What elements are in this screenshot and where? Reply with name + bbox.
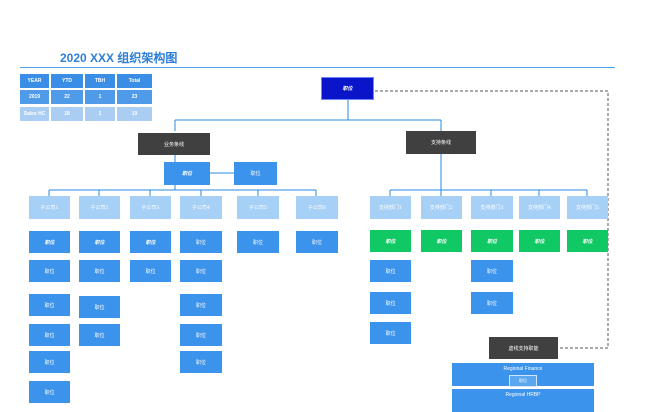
business-position-box[interactable]: 职位 <box>296 231 338 253</box>
business-department-header[interactable]: 子公司4 <box>180 196 222 219</box>
support-department-header[interactable]: 支持部门5 <box>567 196 608 219</box>
business-position-box[interactable]: 职位 <box>180 260 222 282</box>
business-department-header[interactable]: 子公司3 <box>130 196 171 219</box>
support-position-box[interactable]: 职位 <box>370 230 411 252</box>
business-position-box[interactable]: 职位 <box>130 260 171 282</box>
table-header: YTD <box>51 74 83 88</box>
business-position-box[interactable]: 职位 <box>29 260 70 282</box>
business-position-box[interactable]: 职位 <box>79 231 120 253</box>
support-position-box[interactable]: 职位 <box>421 230 462 252</box>
support-position-box[interactable]: 职位 <box>567 230 608 252</box>
regional-title: Regional Finance <box>503 366 543 372</box>
support-department-header[interactable]: 支持部门2 <box>421 196 462 219</box>
business-department-header[interactable]: 子公司6 <box>296 196 338 219</box>
regional-finance-box[interactable]: Regional Finance 职位 <box>452 363 594 387</box>
business-department-header[interactable]: 子公司2 <box>79 196 120 219</box>
table-header: Total <box>117 74 152 88</box>
business-position-box[interactable]: 职位 <box>29 231 70 253</box>
support-position-box[interactable]: 职位 <box>370 322 411 344</box>
support-position-box[interactable]: 职位 <box>471 230 513 252</box>
regional-title: Regional HRBP <box>505 392 541 398</box>
dotted-support-box[interactable]: 虚线支持职能 <box>489 337 558 359</box>
regional-hrbp-box[interactable]: Regional HRBP <box>452 389 594 412</box>
business-side-box[interactable]: 职位 <box>234 162 277 185</box>
business-position-box[interactable]: 职位 <box>180 324 222 346</box>
business-position-box[interactable]: 职位 <box>29 381 70 403</box>
business-department-header[interactable]: 子公司1 <box>29 196 70 219</box>
table-header: TBH <box>85 74 115 88</box>
title-divider <box>20 67 615 68</box>
connector-lines <box>48 90 609 349</box>
table-header: YEAR <box>20 74 49 88</box>
business-position-box[interactable]: 职位 <box>180 231 222 253</box>
support-line-box[interactable]: 支持条线 <box>406 131 476 154</box>
support-department-header[interactable]: 支持部门3 <box>471 196 513 219</box>
table-cell: 1 <box>85 107 115 121</box>
business-head-box[interactable]: 职位 <box>164 162 210 185</box>
support-position-box[interactable]: 职位 <box>370 260 411 282</box>
business-position-box[interactable]: 职位 <box>79 260 120 282</box>
business-position-box[interactable]: 职位 <box>180 294 222 316</box>
table-cell: 1 <box>85 90 115 104</box>
business-position-box[interactable]: 职位 <box>79 324 120 346</box>
business-position-box[interactable]: 职位 <box>79 296 120 318</box>
table-cell: Sales HC <box>20 107 49 121</box>
table-cell: 22 <box>51 90 83 104</box>
support-position-box[interactable]: 职位 <box>519 230 560 252</box>
business-position-box[interactable]: 职位 <box>29 351 70 373</box>
support-position-box[interactable]: 职位 <box>471 292 513 314</box>
regional-position: 职位 <box>509 375 537 387</box>
business-line-box[interactable]: 业务条线 <box>138 133 210 155</box>
business-position-box[interactable]: 职位 <box>237 231 279 253</box>
support-department-header[interactable]: 支持部门4 <box>519 196 560 219</box>
business-position-box[interactable]: 职位 <box>29 294 70 316</box>
table-cell: 18 <box>51 107 83 121</box>
business-department-header[interactable]: 子公司5 <box>237 196 279 219</box>
table-cell: 19 <box>117 107 152 121</box>
table-cell: 23 <box>117 90 152 104</box>
business-position-box[interactable]: 职位 <box>29 324 70 346</box>
business-position-box[interactable]: 职位 <box>130 231 171 253</box>
support-position-box[interactable]: 职位 <box>471 260 513 282</box>
root-position-box[interactable]: 职位 <box>321 77 374 100</box>
business-position-box[interactable]: 职位 <box>180 351 222 373</box>
support-position-box[interactable]: 职位 <box>370 292 411 314</box>
page-title: 2020 XXX 组织架构图 <box>60 51 178 65</box>
support-department-header[interactable]: 支持部门1 <box>370 196 411 219</box>
table-cell: 2019 <box>20 90 49 104</box>
